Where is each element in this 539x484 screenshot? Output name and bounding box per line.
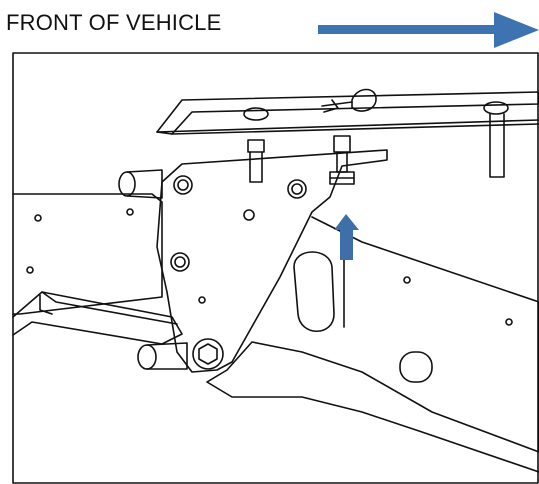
frame-hole	[403, 276, 411, 284]
frame-hole	[505, 318, 513, 326]
mounting-bracket	[156, 149, 388, 373]
bracket-hole	[243, 209, 255, 221]
lower-pin	[137, 344, 157, 370]
top-plate	[156, 91, 539, 135]
lower-frame	[206, 216, 539, 473]
hitch-installation-diagram	[12, 52, 539, 484]
upper-pin	[118, 171, 136, 197]
front-of-vehicle-label: FRONT OF VEHICLE	[6, 10, 222, 35]
diagram-border	[12, 52, 539, 484]
bracket-hole	[198, 296, 206, 304]
front-direction-arrow-icon	[318, 12, 539, 48]
lift-up-arrow-icon	[334, 214, 359, 260]
square-cutout	[399, 351, 433, 383]
shackle-ring	[351, 88, 377, 112]
frame-rail-hole	[26, 266, 34, 274]
center-stud	[333, 135, 351, 153]
channel-bar	[12, 291, 183, 345]
frame-rail-hole	[34, 214, 42, 222]
bracket-hole	[287, 179, 307, 199]
frame-rail-hole	[126, 208, 134, 216]
bracket-hole	[173, 175, 193, 195]
oval-cutout	[293, 251, 335, 332]
hex-bolt	[192, 338, 224, 370]
stud-head	[243, 107, 269, 121]
bracket-hole	[170, 252, 190, 272]
stud-head	[483, 101, 509, 115]
frame-rail	[12, 193, 163, 315]
